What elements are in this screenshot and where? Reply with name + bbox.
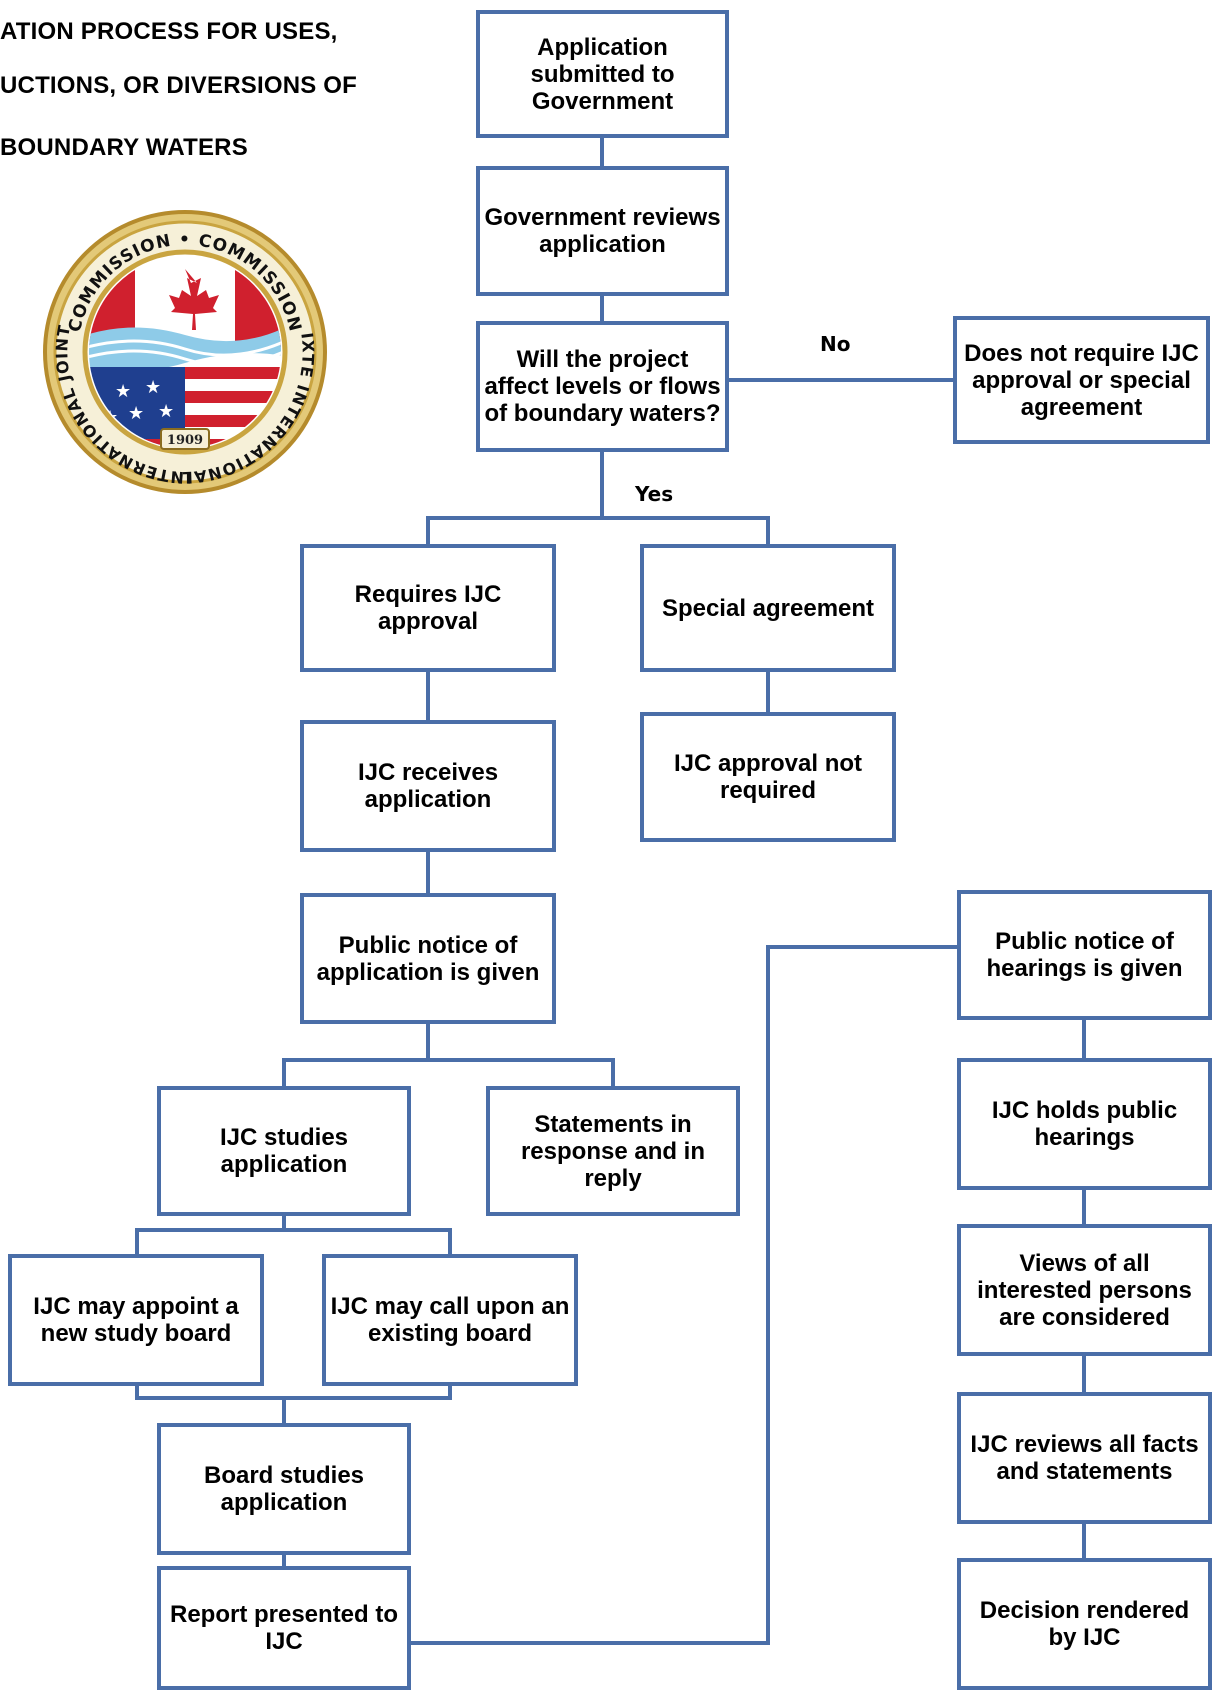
connector xyxy=(135,1384,452,1400)
svg-text:★: ★ xyxy=(145,377,161,398)
title-line-2: UCTIONS, OR DIVERSIONS OF xyxy=(0,72,358,99)
title-line-3: BOUNDARY WATERS xyxy=(0,134,248,161)
svg-text:★: ★ xyxy=(158,401,174,422)
node-report-presented: Report presented to IJC xyxy=(157,1566,411,1690)
node-statements-response-reply: Statements in response and in reply xyxy=(486,1086,740,1216)
node-public-notice-application: Public notice of application is given xyxy=(300,893,556,1024)
node-ijc-holds-hearings: IJC holds public hearings xyxy=(957,1058,1212,1190)
node-decision-rendered: Decision rendered by IJC xyxy=(957,1558,1212,1690)
no-label: No xyxy=(820,332,851,356)
node-public-notice-hearings: Public notice of hearings is given xyxy=(957,890,1212,1020)
ijc-seal-logo: ★ ★ ★ ★ ★ 1909 COMMISSION • COMMISSION I… xyxy=(40,207,327,494)
node-no-approval-required: Does not require IJC approval or special… xyxy=(953,316,1210,444)
node-ijc-receives-application: IJC receives application xyxy=(300,720,556,852)
node-requires-ijc-approval: Requires IJC approval xyxy=(300,544,556,672)
connector xyxy=(426,516,770,546)
node-government-reviews: Government reviews application xyxy=(476,166,729,296)
svg-text:★: ★ xyxy=(128,403,144,424)
connector xyxy=(282,1058,615,1088)
node-ijc-studies-application: IJC studies application xyxy=(157,1086,411,1216)
node-special-agreement: Special agreement xyxy=(640,544,896,672)
node-board-studies-application: Board studies application xyxy=(157,1423,411,1555)
svg-text:★: ★ xyxy=(115,381,131,402)
connector xyxy=(410,945,959,1645)
node-call-existing-board: IJC may call upon an existing board xyxy=(322,1254,578,1386)
node-appoint-new-study-board: IJC may appoint a new study board xyxy=(8,1254,264,1386)
node-ijc-reviews-facts: IJC reviews all facts and statements xyxy=(957,1392,1212,1524)
yes-label: Yes xyxy=(635,482,674,506)
seal-year: 1909 xyxy=(167,433,203,448)
node-views-considered: Views of all interested persons are cons… xyxy=(957,1224,1212,1356)
node-ijc-approval-not-required: IJC approval not required xyxy=(640,712,896,842)
title-line-1: ATION PROCESS FOR USES, xyxy=(0,18,338,45)
connector xyxy=(135,1228,452,1256)
node-decision-affect-levels: Will the project affect levels or flows … xyxy=(476,321,729,452)
node-application-submitted: Application submitted to Government xyxy=(476,10,729,138)
